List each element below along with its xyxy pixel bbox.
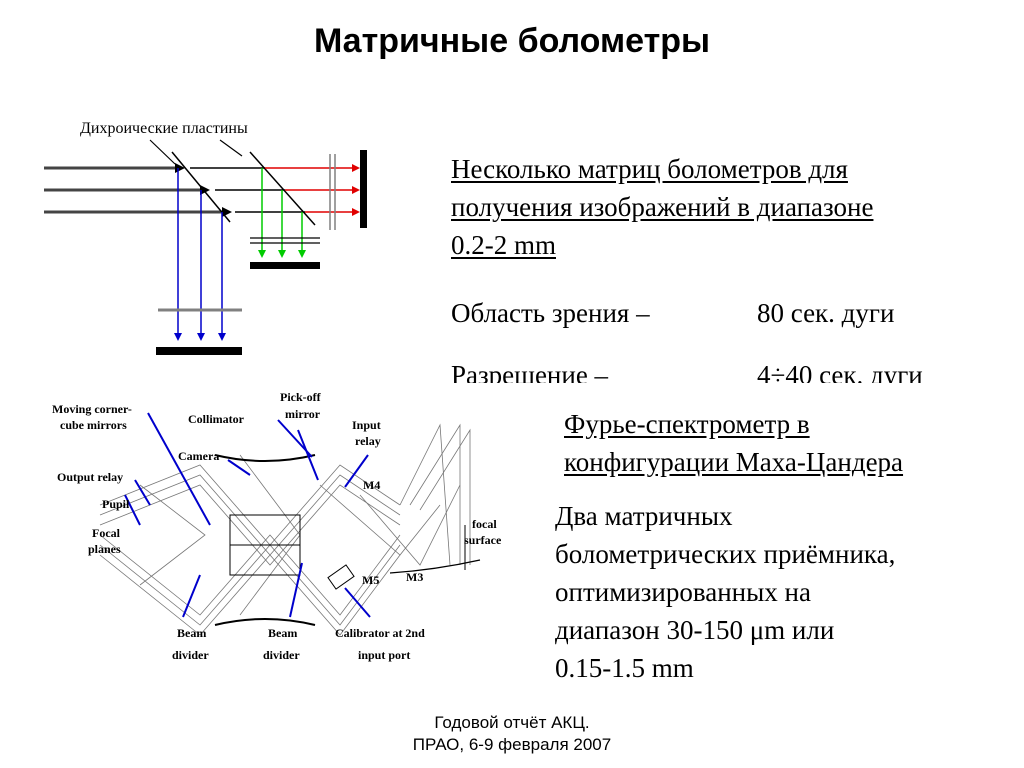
dichroic-label: Дихроические пластины bbox=[80, 120, 248, 137]
fts-line-4: диапазон 30-150 μm или bbox=[555, 615, 835, 645]
label-beam-divider-1b: divider bbox=[172, 648, 209, 662]
arrow-beam-divider-2 bbox=[289, 562, 303, 618]
label-pupil: Pupil bbox=[102, 497, 130, 511]
label-m3: M3 bbox=[406, 570, 423, 584]
matrix-description: Несколько матриц болометров для получени… bbox=[451, 150, 1011, 264]
label-pointer-right bbox=[219, 139, 243, 157]
dichroic-plate-2 bbox=[249, 151, 316, 226]
label-focal-planes-2: planes bbox=[88, 542, 121, 556]
label-input-relay-2: relay bbox=[355, 434, 381, 448]
green-arrowhead-2 bbox=[278, 250, 286, 258]
ray-13 bbox=[419, 428, 471, 565]
arrow-pupil bbox=[124, 494, 141, 526]
fts-heading-line-2: конфигурации Маха-Цандера bbox=[564, 447, 904, 477]
resolution-value: 4÷40 сек. дуги bbox=[757, 360, 923, 383]
resolution-label: Разрешение – bbox=[451, 360, 609, 383]
label-focal-surface-1: focal bbox=[472, 517, 497, 531]
fts-line-5: 0.15-1.5 mm bbox=[555, 653, 694, 683]
footer-line-2: ПРАО, 6-9 февраля 2007 bbox=[412, 735, 612, 754]
slide-title: Матричные болометры bbox=[313, 22, 711, 60]
label-focal-surface-2: surface bbox=[464, 533, 502, 547]
fov-value: 80 сек. дуги bbox=[757, 298, 895, 328]
footer: Годовой отчёт АКЦ. ПРАО, 6-9 февраля 200… bbox=[0, 712, 1024, 756]
fts-line-3: оптимизированных на bbox=[555, 577, 811, 607]
dichroic-plate-1 bbox=[171, 151, 231, 223]
ray-5 bbox=[99, 534, 401, 616]
blue-arrowhead-3 bbox=[218, 333, 226, 341]
label-pickoff-2: mirror bbox=[285, 407, 321, 421]
label-camera: Camera bbox=[178, 449, 219, 463]
fts-heading: Фурье-спектрометр в конфигурации Маха-Ца… bbox=[564, 405, 1004, 481]
label-m5: M5 bbox=[362, 573, 379, 587]
ray-9 bbox=[319, 484, 441, 556]
blue-detector bbox=[156, 347, 242, 355]
red-arrowhead-1 bbox=[352, 164, 360, 172]
label-beam-divider-1a: Beam bbox=[177, 626, 206, 640]
ray-10 bbox=[359, 484, 461, 566]
arrow-output-relay bbox=[134, 479, 151, 506]
pointer-arrows bbox=[124, 412, 371, 618]
dichroic-diagram: Дихроические пластины bbox=[44, 120, 367, 355]
ray-12 bbox=[409, 423, 461, 565]
arrow-beam-divider-1 bbox=[182, 574, 201, 618]
ray-3 bbox=[99, 484, 401, 566]
label-calibrator-2: input port bbox=[358, 648, 410, 662]
arrowhead-in-2 bbox=[200, 185, 210, 195]
arrow-camera bbox=[227, 459, 251, 476]
green-arrowhead-3 bbox=[298, 250, 306, 258]
fov-label: Область зрения – bbox=[451, 298, 650, 328]
label-moving-mirrors-2: cube mirrors bbox=[60, 418, 127, 432]
ray-7 bbox=[139, 484, 206, 586]
camera-mirror bbox=[214, 618, 316, 626]
red-detector bbox=[360, 150, 367, 228]
focal-surface-curve bbox=[389, 559, 481, 574]
label-moving-mirrors-1: Moving corner- bbox=[52, 402, 132, 416]
desc-line-1: Несколько матриц болометров для bbox=[451, 154, 848, 184]
arrowhead-in-3 bbox=[222, 207, 232, 217]
label-output-relay: Output relay bbox=[57, 470, 123, 484]
arrow-calibrator bbox=[344, 587, 371, 618]
label-input-relay-1: Input bbox=[352, 418, 381, 432]
label-focal-planes-1: Focal bbox=[92, 526, 121, 540]
blue-arrowhead-1 bbox=[174, 333, 182, 341]
ray-bundle bbox=[99, 423, 471, 636]
calibrator-box bbox=[327, 564, 355, 590]
ray-1 bbox=[99, 464, 401, 546]
label-beam-divider-2b: divider bbox=[263, 648, 300, 662]
fts-diagram: Moving corner- cube mirrors Collimator P… bbox=[52, 390, 502, 662]
blue-arrowhead-2 bbox=[197, 333, 205, 341]
ray-11 bbox=[399, 423, 451, 566]
arrowhead-in-1 bbox=[175, 163, 185, 173]
label-calibrator-1: Calibrator at 2nd bbox=[335, 626, 425, 640]
label-m4: M4 bbox=[363, 478, 380, 492]
ray-4 bbox=[99, 544, 401, 626]
desc-line-3: 0.2-2 mm bbox=[451, 230, 556, 260]
fts-line-1: Два матричных bbox=[555, 501, 733, 531]
label-collimator: Collimator bbox=[188, 412, 245, 426]
footer-line-1: Годовой отчёт АКЦ. bbox=[434, 713, 590, 732]
red-arrowhead-3 bbox=[352, 208, 360, 216]
arrow-moving-mirrors bbox=[147, 412, 211, 526]
arrow-input-relay bbox=[344, 454, 369, 488]
fts-heading-line-1: Фурье-спектрометр в bbox=[564, 409, 810, 439]
label-pickoff-1: Pick-off bbox=[280, 390, 322, 404]
arrow-pickoff bbox=[297, 429, 319, 481]
collimator-mirror bbox=[214, 454, 316, 462]
resolution-row-clip: Разрешение – 4÷40 сек. дуги bbox=[440, 352, 1000, 383]
red-arrowhead-2 bbox=[352, 186, 360, 194]
fts-description: Два матричных болометрических приёмника,… bbox=[555, 497, 1015, 687]
green-detector bbox=[250, 262, 320, 269]
desc-line-2: получения изображений в диапазоне bbox=[451, 192, 874, 222]
label-beam-divider-2a: Beam bbox=[268, 626, 297, 640]
ray-6 bbox=[99, 554, 401, 636]
green-arrowhead-1 bbox=[258, 250, 266, 258]
fts-line-2: болометрических приёмника, bbox=[555, 539, 896, 569]
label-pointer-left bbox=[149, 139, 176, 165]
